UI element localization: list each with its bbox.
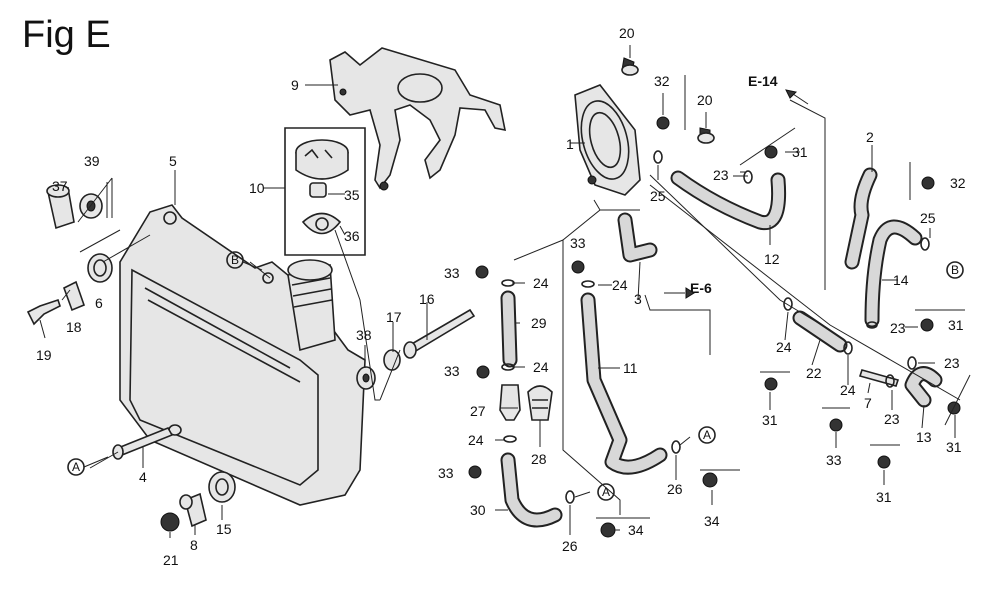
label-part-24-f: 24 [840, 382, 856, 398]
label-part-33-c: 33 [444, 363, 460, 379]
label-part-3: 3 [634, 291, 642, 307]
label-part-11: 11 [623, 360, 638, 376]
label-part-26-b: 26 [667, 481, 683, 497]
ref-e6-label: E-6 [690, 280, 712, 296]
label-part-33-e: 33 [826, 452, 842, 468]
label-part-31-b: 31 [948, 317, 964, 333]
label-part-32-a: 32 [654, 73, 670, 89]
callout-a-right: A [698, 426, 716, 444]
label-part-26-a: 26 [562, 538, 578, 554]
fuel-tank [119, 204, 366, 506]
label-part-32-b: 32 [950, 175, 966, 191]
left-small-parts [26, 184, 476, 532]
label-part-13: 13 [916, 429, 932, 445]
label-part-25-b: 25 [920, 210, 936, 226]
label-part-23-b: 23 [890, 320, 906, 336]
fuel-pump [574, 84, 641, 196]
label-part-28: 28 [531, 451, 547, 467]
svg-text:A: A [602, 485, 610, 499]
label-part-22: 22 [806, 365, 822, 381]
label-part-4: 4 [139, 469, 147, 485]
label-part-23-c: 23 [944, 355, 960, 371]
label-part-37: 37 [52, 178, 68, 194]
label-part-7: 7 [864, 395, 872, 411]
label-part-38: 38 [356, 327, 372, 343]
label-part-23-a: 23 [713, 167, 729, 183]
label-part-20-mid: 20 [697, 92, 713, 108]
label-part-12: 12 [764, 251, 780, 267]
leader-lines [39, 45, 971, 538]
label-part-23-d: 23 [884, 411, 900, 427]
label-part-5: 5 [169, 153, 177, 169]
label-part-19: 19 [36, 347, 52, 363]
label-part-6: 6 [95, 295, 103, 311]
svg-text:B: B [951, 263, 959, 277]
label-part-38-39-top: 39 [84, 153, 100, 169]
label-part-25-a: 25 [650, 188, 666, 204]
label-part-21: 21 [163, 552, 179, 568]
svg-text:B: B [231, 253, 239, 267]
mounting-bracket [329, 47, 507, 191]
fasteners [468, 57, 961, 538]
label-part-36: 36 [344, 228, 360, 244]
label-part-29: 29 [531, 315, 547, 331]
figure-title: Fig E [22, 14, 111, 56]
label-part-33-a: 33 [444, 265, 460, 281]
label-part-9: 9 [291, 77, 299, 93]
callout-b-right: B [946, 261, 964, 279]
label-part-30: 30 [470, 502, 486, 518]
fuel-cap-assembly [284, 127, 366, 256]
label-part-24-c: 24 [533, 359, 549, 375]
reference-labels: E-14 E-6 [664, 73, 809, 299]
label-part-16: 16 [419, 291, 435, 307]
svg-text:A: A [703, 428, 711, 442]
label-part-31-a: 31 [792, 144, 808, 160]
label-part-15: 15 [216, 521, 232, 537]
ref-e6-arrowhead [685, 287, 695, 299]
callout-a-bottom: A [597, 483, 615, 501]
label-part-24-e: 24 [776, 339, 792, 355]
svg-text:A: A [72, 460, 80, 474]
label-part-1: 1 [566, 136, 574, 152]
label-part-31-e: 31 [946, 439, 962, 455]
ref-e14-label: E-14 [748, 73, 778, 89]
callout-a-left: A [67, 456, 109, 476]
filters-and-clamps [499, 150, 930, 504]
label-part-27: 27 [470, 403, 486, 419]
label-part-18: 18 [66, 319, 82, 335]
label-part-14: 14 [893, 272, 909, 288]
hoses [500, 167, 943, 528]
label-part-10: 10 [249, 180, 265, 196]
label-part-34-a: 34 [628, 522, 644, 538]
callout-b-tank: B [226, 251, 263, 271]
label-part-34-b: 34 [704, 513, 720, 529]
label-part-17: 17 [386, 309, 402, 325]
label-part-31-d: 31 [876, 489, 892, 505]
label-part-35: 35 [344, 187, 360, 203]
label-part-20-top: 20 [619, 25, 635, 41]
label-part-31-c: 31 [762, 412, 778, 428]
label-part-33-d: 33 [438, 465, 454, 481]
label-part-2: 2 [866, 129, 874, 145]
label-part-8: 8 [190, 537, 198, 553]
part-number-labels: 1 2 3 4 5 6 7 8 9 10 11 12 13 14 15 16 1… [36, 25, 966, 568]
label-part-24-b: 24 [612, 277, 628, 293]
label-part-33-b: 33 [570, 235, 586, 251]
circled-callouts: A B B A A [67, 251, 964, 501]
label-part-24-a: 24 [533, 275, 549, 291]
ref-e14-arrowhead [785, 89, 798, 99]
label-part-24-d: 24 [468, 432, 484, 448]
